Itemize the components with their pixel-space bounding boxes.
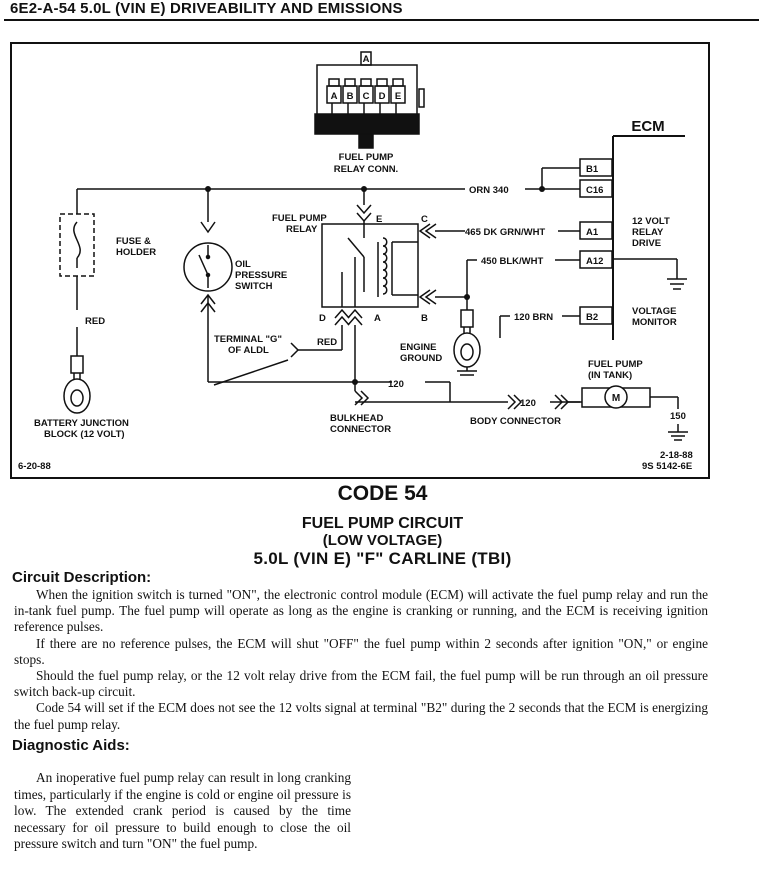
wire-red-battery: RED [85,316,105,327]
diagram-date-right: 2-18-88 [660,450,693,461]
circuit-description-heading: Circuit Description: [12,569,152,586]
connector-pin-e: E [395,91,401,102]
circuit-description-paragraph: If there are no reference pulses, the EC… [14,635,708,667]
battery-junction-terminal [63,355,91,414]
diagnostic-aids-heading: Diagnostic Aids: [12,737,130,754]
fuel-pump-tank-label-2: (IN TANK) [588,370,632,381]
ecm-pin-b2: B2 [586,312,598,323]
diagram-frame [10,42,710,479]
battery-label-2: BLOCK (12 VOLT) [44,429,125,440]
relay-term-a: A [374,313,381,324]
ecm-pin-c16: C16 [586,185,603,196]
ecm-pin-a1: A1 [586,227,599,238]
relay-conn-label-2: RELAY CONN. [334,164,398,175]
code-title: CODE 54 [337,482,428,505]
oil-switch-label-3: SWITCH [235,281,273,292]
bulkhead-label-2: CONNECTOR [330,424,391,435]
battery-label-1: BATTERY JUNCTION [34,418,129,429]
header-rule [4,19,759,21]
relay-term-b: B [421,313,428,324]
engine-ground-label-1: ENGINE [400,342,436,353]
relay-label-2: RELAY [286,224,318,235]
oil-switch-label-2: PRESSURE [235,270,287,281]
wire-red-terminal-g: RED [317,337,337,348]
wire-120-brn: 120 BRN [514,312,553,323]
relay-connector [314,51,425,149]
engine-ground-label-2: GROUND [400,353,442,364]
wire-120-bus: 120 [388,379,404,390]
fuse-label-2: HOLDER [116,247,156,258]
voltage-monitor-label-2: MONITOR [632,317,677,328]
wire-150: 150 [670,411,686,422]
connector-pin-top-label: A [363,54,370,65]
connector-pin-a: A [331,91,338,102]
relay-drive-label-3: DRIVE [632,238,661,249]
relay-term-c: C [421,214,428,225]
engine-carline-title: 5.0L (VIN E) "F" CARLINE (TBI) [253,549,512,568]
diagnostic-aids-paragraph: An inoperative fuel pump relay can resul… [14,770,351,852]
diagnostic-aids-body: An inoperative fuel pump relay can resul… [14,770,351,853]
circuit-wires [76,167,679,432]
wire-120-body: 120 [520,398,536,409]
ecm-pin-b1: B1 [586,164,599,175]
diagram-date-left: 6-20-88 [18,461,51,472]
ecm-pin-a12: A12 [586,256,603,267]
oil-switch-label-1: OIL [235,259,251,270]
oil-pressure-switch [183,221,233,313]
relay-conn-label-1: FUEL PUMP [339,152,394,163]
wire-orn-340: ORN 340 [469,185,509,196]
fuel-pump-motor [568,385,651,409]
bulkhead-connector [354,390,370,406]
circuit-title: FUEL PUMP CIRCUIT [301,515,464,532]
fuel-pump-relay [321,204,437,326]
pump-ground-symbol [668,431,688,441]
relay-term-e: E [376,214,382,225]
circuit-description-paragraph: Should the fuel pump relay, or the 12 vo… [14,668,708,700]
relay-drive-label-1: 12 VOLT [632,216,670,227]
terminal-g-label-2: OF ALDL [228,345,269,356]
relay-drive-label-2: RELAY [632,227,664,238]
fuse-label-1: FUSE & [116,236,151,247]
terminal-g-connector [290,342,300,358]
connector-pin-d: D [379,91,386,102]
relay-label-1: FUEL PUMP [272,213,327,224]
diagram-doc-number: 9S 5142-6E [642,461,692,472]
circuit-description-paragraph: When the ignition switch is turned "ON",… [14,587,708,635]
engine-ground-terminal [453,309,481,376]
wire-465: 465 DK GRN/WHT [465,227,545,238]
connector-pin-b: B [347,91,354,102]
fuel-pump-circuit-diagram: A A B C D E FUEL PUMP RELAY CONN. ECM B1… [10,42,710,479]
junction-dots [205,186,545,385]
circuit-description-paragraph: Code 54 will set if the ECM does not see… [14,700,708,732]
ecm-label: ECM [631,118,664,135]
ecm-pins [579,158,613,325]
fuse-holder [59,213,95,277]
connector-pin-c: C [363,91,370,102]
circuit-description-body: When the ignition switch is turned "ON",… [14,587,708,733]
ecm-ground-symbol [612,258,687,290]
motor-symbol: M [612,393,620,404]
terminal-g-label-1: TERMINAL "G" [214,334,282,345]
page-header: 6E2-A-54 5.0L (VIN E) DRIVEABILITY AND E… [10,0,403,17]
wire-450: 450 BLK/WHT [481,256,543,267]
relay-term-d: D [319,313,326,324]
voltage-monitor-label-1: VOLTAGE [632,306,677,317]
body-connector-label: BODY CONNECTOR [470,416,561,427]
circuit-subtitle: (LOW VOLTAGE) [322,532,443,549]
bulkhead-label-1: BULKHEAD [330,413,383,424]
fuel-pump-tank-label-1: FUEL PUMP [588,359,643,370]
